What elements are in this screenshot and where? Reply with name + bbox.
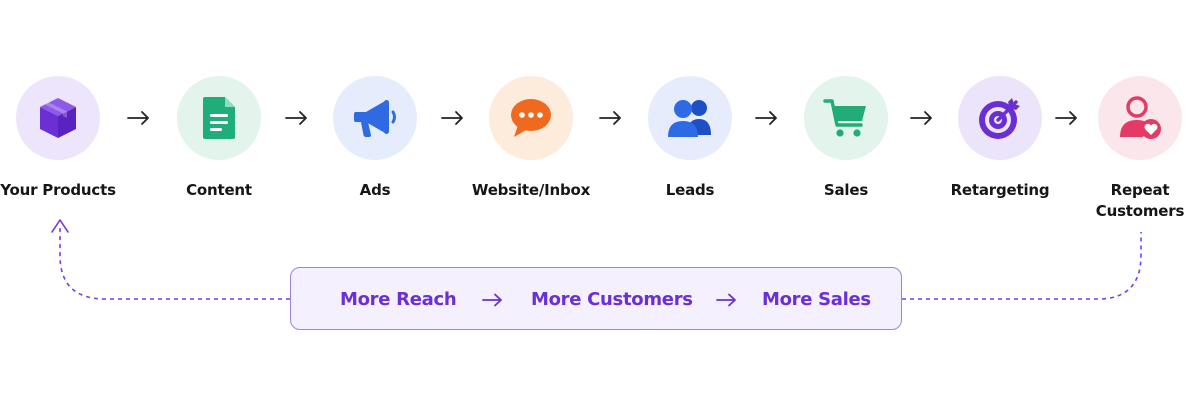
step-content: Content bbox=[154, 76, 284, 201]
step-ads: Ads bbox=[310, 76, 440, 201]
outcome-more-reach: More Reach bbox=[340, 289, 457, 310]
step-website-inbox: Website/Inbox bbox=[466, 76, 596, 201]
step-icon-circle bbox=[16, 76, 100, 160]
shopping-cart-icon bbox=[823, 99, 866, 137]
step-icon-circle bbox=[1098, 76, 1182, 160]
step-icon-circle bbox=[958, 76, 1042, 160]
arrow-right-icon bbox=[716, 293, 736, 307]
step-leads: Leads bbox=[625, 76, 755, 201]
step-label: Repeat Customers bbox=[1095, 180, 1185, 222]
arrow-right-icon bbox=[599, 111, 621, 125]
step-your-products: Your Products bbox=[0, 76, 123, 201]
arrow-right-icon bbox=[441, 111, 463, 125]
step-label-line: Customers bbox=[1095, 202, 1185, 220]
outcome-more-customers: More Customers bbox=[531, 289, 693, 310]
megaphone-icon bbox=[354, 100, 396, 137]
arrow-right-icon bbox=[285, 111, 307, 125]
chat-bubble-icon bbox=[511, 99, 551, 137]
document-icon bbox=[203, 97, 235, 139]
step-retargeting: Retargeting bbox=[935, 76, 1065, 201]
package-box-icon bbox=[40, 98, 76, 138]
arrow-right-icon bbox=[910, 111, 932, 125]
step-icon-circle bbox=[489, 76, 573, 160]
step-label: Content bbox=[186, 181, 252, 199]
loop-arrowhead-up-icon bbox=[51, 219, 69, 233]
step-icon-circle bbox=[804, 76, 888, 160]
step-label: Your Products bbox=[0, 181, 116, 199]
arrow-right-icon bbox=[755, 111, 777, 125]
target-icon bbox=[979, 98, 1020, 139]
loop-line-right bbox=[902, 232, 1142, 300]
arrow-right-icon bbox=[127, 111, 149, 125]
step-repeat-customers: Repeat Customers bbox=[1075, 76, 1200, 222]
outcome-more-sales: More Sales bbox=[762, 289, 871, 310]
outcome-summary-box bbox=[290, 267, 902, 330]
arrow-right-icon bbox=[1055, 111, 1077, 125]
step-label: Retargeting bbox=[950, 181, 1050, 199]
step-icon-circle bbox=[648, 76, 732, 160]
loop-line-left bbox=[59, 225, 290, 300]
step-label: Leads bbox=[665, 181, 715, 199]
arrow-right-icon bbox=[482, 293, 502, 307]
step-label: Website/Inbox bbox=[471, 181, 591, 199]
step-icon-circle bbox=[333, 76, 417, 160]
users-icon bbox=[668, 100, 711, 137]
step-label: Ads bbox=[359, 181, 391, 199]
step-sales: Sales bbox=[781, 76, 911, 201]
step-label-line: Repeat bbox=[1110, 181, 1170, 199]
step-label: Sales bbox=[823, 181, 869, 199]
step-icon-circle bbox=[177, 76, 261, 160]
user-heart-icon bbox=[1120, 96, 1161, 139]
